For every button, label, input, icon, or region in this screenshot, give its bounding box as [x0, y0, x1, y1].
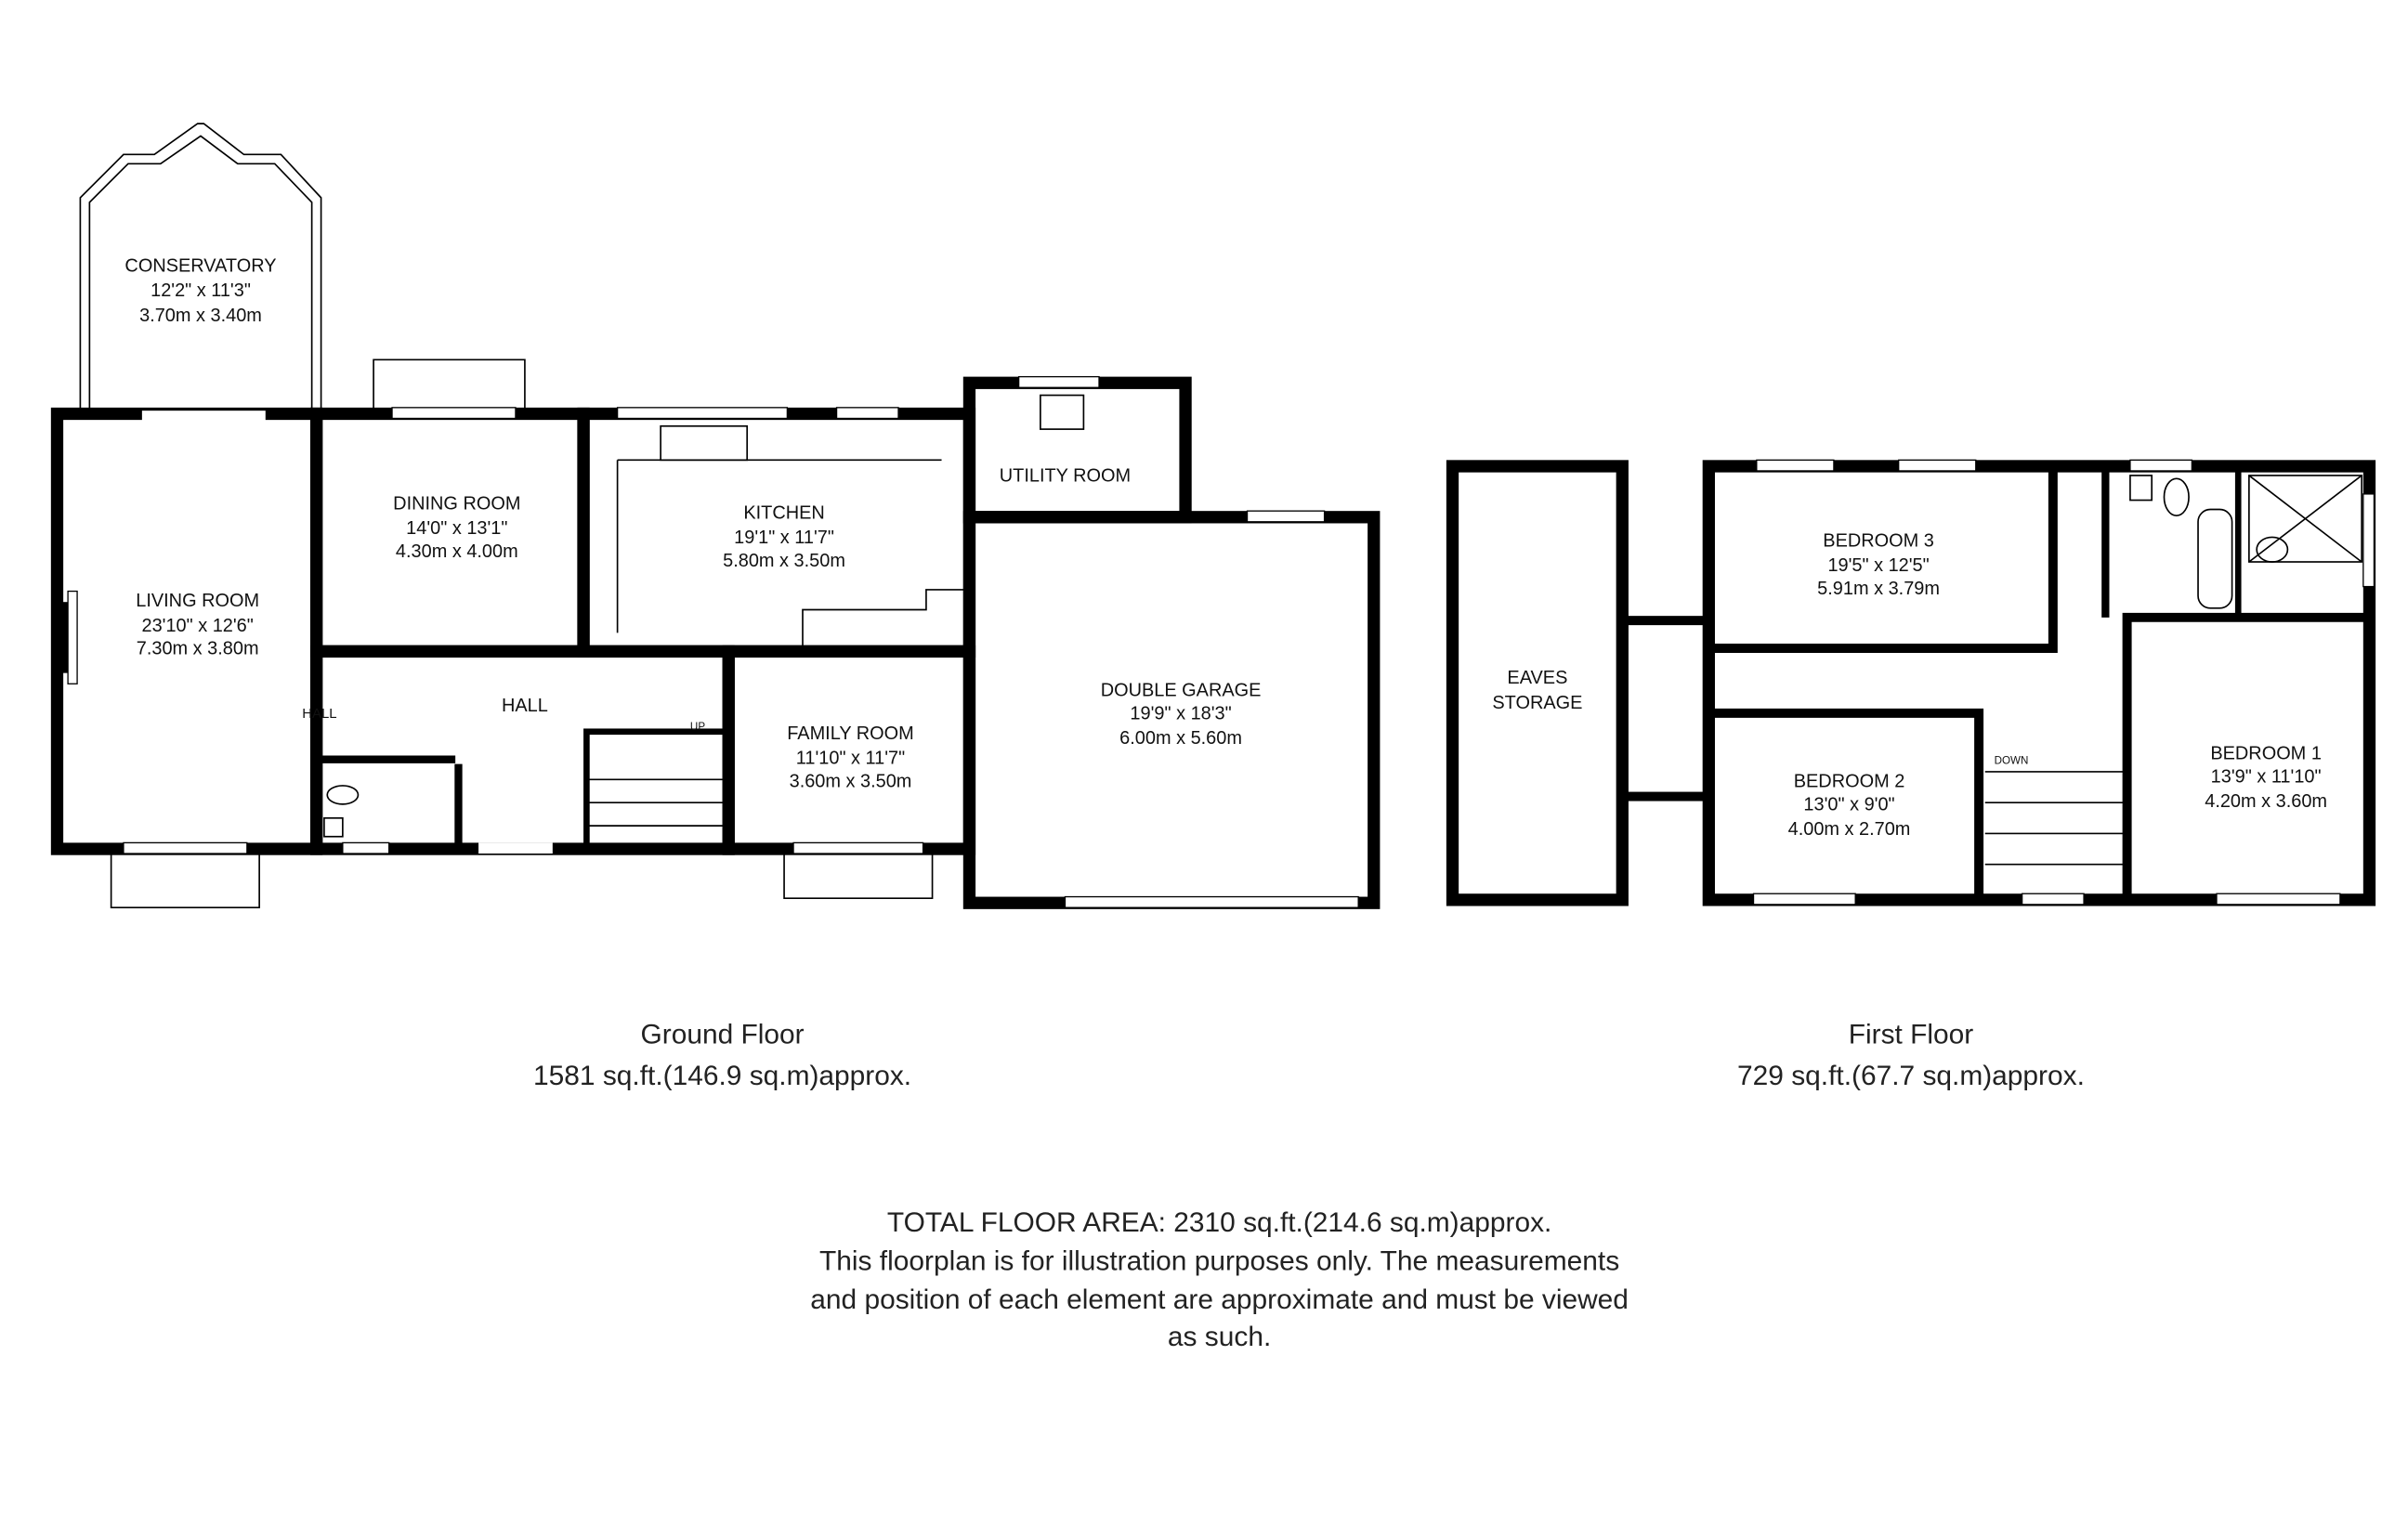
wc-toilet	[326, 785, 360, 805]
ground-floor-plan	[50, 123, 1381, 909]
kitchen-imperial: 19'1" x 11'7"	[734, 528, 834, 548]
family-name: FAMILY ROOM	[787, 723, 914, 744]
bedroom1-metric: 4.20m x 3.60m	[2205, 791, 2327, 812]
window	[391, 407, 517, 420]
bedroom1-imperial: 13'9" x 11'10"	[2211, 767, 2322, 788]
bedroom1-wall	[2122, 612, 2370, 900]
front-door	[478, 842, 553, 854]
chimney-breast	[52, 602, 69, 673]
stairs-up-label: UP	[690, 721, 705, 733]
window	[1017, 375, 1100, 388]
utility-name: UTILITY ROOM	[1000, 466, 1131, 487]
bath	[2197, 508, 2233, 609]
window	[792, 841, 924, 854]
conservatory-metric: 3.70m x 3.40m	[139, 306, 262, 326]
disclaimer-line-2: and position of each element are approxi…	[810, 1284, 1629, 1315]
conservatory-name: CONSERVATORY	[124, 256, 276, 277]
shower-tray	[2248, 475, 2362, 563]
window	[2129, 459, 2193, 472]
bedroom1-name: BEDROOM 1	[2210, 744, 2322, 764]
first-floor-area: 729 sq.ft.(67.7 sq.m)approx.	[1737, 1061, 2085, 1091]
ground-floor-title: Ground Floor	[641, 1019, 805, 1049]
window	[1756, 459, 1835, 472]
window	[1246, 510, 1326, 523]
living-name: LIVING ROOM	[136, 591, 259, 611]
dining-bay	[373, 358, 526, 414]
conservatory-outline-inner	[88, 135, 313, 414]
hall-walls	[309, 645, 735, 855]
bedroom3-name: BEDROOM 3	[1823, 530, 1934, 551]
ensuite-toilet	[2256, 536, 2289, 563]
disclaimer-line-3: as such.	[1168, 1322, 1271, 1352]
kitchen-metric: 5.80m x 3.50m	[723, 551, 845, 571]
first-floor-plan	[1446, 459, 2376, 906]
window	[2216, 893, 2341, 906]
window	[2362, 493, 2375, 588]
garage-imperial: 19'9" x 18'3"	[1130, 703, 1231, 723]
bedroom3-metric: 5.91m x 3.79m	[1817, 579, 1940, 599]
kitchen-name: KITCHEN	[743, 502, 824, 523]
dining-name: DINING ROOM	[393, 494, 520, 515]
window	[2021, 893, 2085, 906]
bedroom2-name: BEDROOM 2	[1794, 772, 1905, 792]
utility-room-walls	[962, 376, 1192, 524]
window	[123, 841, 248, 854]
total-floor-area: TOTAL FLOOR AREA: 2310 sq.ft.(214.6 sq.m…	[887, 1207, 1551, 1238]
living-bay	[110, 854, 260, 909]
bedroom3-wall	[1708, 465, 2058, 654]
shower-tray	[2248, 475, 2362, 563]
stairs-down-label: DOWN	[1995, 755, 2029, 767]
eaves-link	[1617, 616, 1714, 802]
eaves-name-2: STORAGE	[1492, 693, 1582, 713]
family-bay	[783, 849, 934, 900]
fireplace	[67, 590, 78, 684]
garage-name: DOUBLE GARAGE	[1101, 681, 1262, 701]
worktop	[802, 589, 970, 652]
living-imperial: 23'10" x 12'6"	[142, 616, 254, 636]
conservatory-imperial: 12'2" x 11'3"	[150, 280, 251, 301]
window	[1752, 893, 1856, 906]
window	[616, 407, 789, 420]
toilet	[2163, 477, 2190, 516]
conservatory-outline	[79, 123, 322, 414]
ground-floor-area: 1581 sq.ft.(146.9 sq.m)approx.	[533, 1061, 911, 1091]
window	[342, 841, 390, 854]
family-imperial: 11'10" x 11'7"	[796, 749, 905, 769]
kitchen-sink	[660, 424, 749, 462]
window	[1898, 459, 1977, 472]
dining-metric: 4.30m x 4.00m	[396, 541, 518, 562]
eaves-name-1: EAVES	[1507, 668, 1567, 688]
bedroom2-imperial: 13'0" x 9'0"	[1803, 795, 1894, 815]
first-floor-title: First Floor	[1849, 1019, 1974, 1049]
conservatory-doorway	[141, 411, 266, 422]
garage-door	[1064, 895, 1359, 908]
bedroom2-wall	[1708, 708, 1984, 900]
living-metric: 7.30m x 3.80m	[137, 639, 259, 659]
bedroom3-imperial: 19'5" x 12'5"	[1827, 555, 1929, 576]
stairs-walls	[583, 728, 732, 853]
hall-small-name: HALL	[302, 706, 336, 722]
hall-name: HALL	[502, 696, 548, 716]
wc-basin	[323, 816, 344, 838]
family-metric: 3.60m x 3.50m	[790, 772, 912, 792]
garage-metric: 6.00m x 5.60m	[1119, 728, 1242, 749]
bedroom2-metric: 4.00m x 2.70m	[1788, 819, 1911, 840]
dining-imperial: 14'0" x 13'1"	[406, 518, 507, 539]
basin	[2129, 475, 2153, 502]
window	[835, 407, 899, 420]
disclaimer-line-1: This floorplan is for illustration purpo…	[819, 1246, 1619, 1277]
utility-sink	[1040, 394, 1085, 430]
